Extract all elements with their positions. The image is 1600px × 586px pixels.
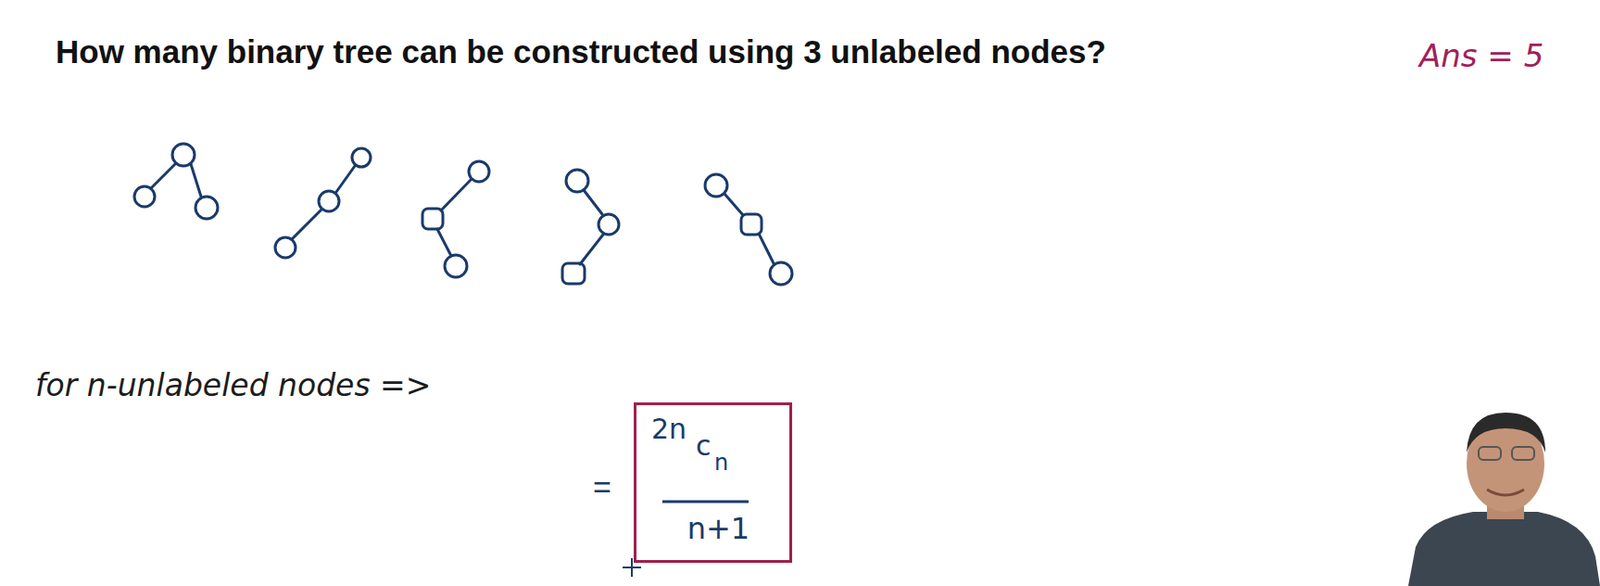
title: How many binary tree can be constructed … <box>55 33 1107 71</box>
formula-superscript: 2n <box>651 412 687 445</box>
formula-denominator: n+1 <box>687 510 750 546</box>
answer-note: Ans = 5 <box>1419 37 1544 75</box>
presenter-figure <box>1408 412 1600 586</box>
formula-box: 2ncn n+1 <box>633 402 793 563</box>
fraction-bar <box>662 500 749 504</box>
equals-sign: = <box>592 468 612 505</box>
binary-trees <box>134 143 793 285</box>
formula-symbol: c <box>695 428 712 462</box>
formula-subscript: n <box>714 449 729 476</box>
formula-note: for n-unlabeled nodes => <box>35 366 431 404</box>
